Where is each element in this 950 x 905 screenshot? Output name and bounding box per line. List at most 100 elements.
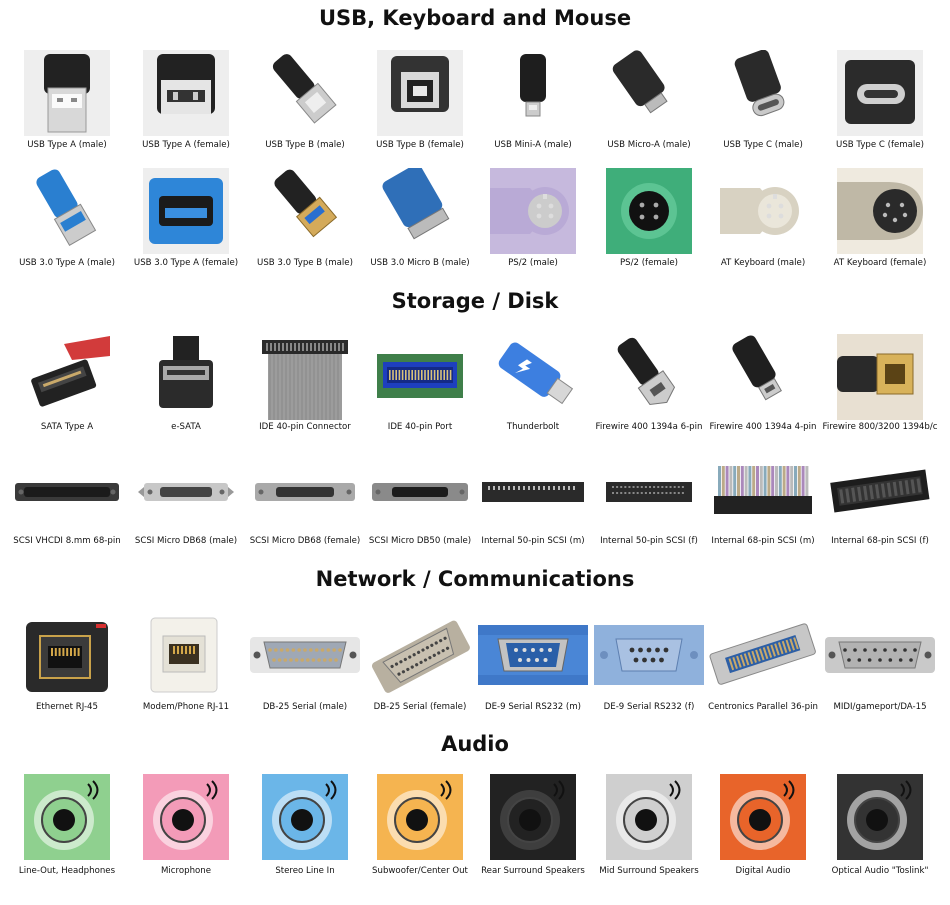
connector-card: USB Type A (male) [8,48,127,168]
usb-c-male-icon [720,50,806,136]
ide-connector-icon [262,334,348,420]
connector-caption: USB Type C (male) [723,140,803,150]
scsi-db50-male-icon [365,466,475,518]
connector-caption: AT Keyboard (male) [720,258,806,268]
connector-caption: Rear Surround Speakers [481,866,585,876]
connector-caption: Internal 50-pin SCSI (m) [481,536,585,546]
connector-caption: PS/2 (female) [619,258,679,268]
connector-card: Modem/Phone RJ-11 [127,610,246,730]
scsi-50-m-icon [478,466,588,518]
connector-caption: USB Type A (male) [27,140,107,150]
section-title-audio: Audio [441,732,509,756]
connector-caption: Subwoofer/Center Out [372,866,468,876]
usb-a-male-icon [24,50,110,136]
connector-caption: PS/2 (male) [508,258,558,268]
connector-card: PS/2 (male) [474,166,593,286]
usb-a-female-icon [143,50,229,136]
centronics-icon [708,612,818,698]
da15-icon [825,612,935,698]
connector-card: USB Type C (male) [704,48,823,168]
connector-caption: Firewire 400 1394a 6-pin [595,422,703,432]
usb-c-female-icon [837,50,923,136]
connector-caption: Modem/Phone RJ-11 [142,702,230,712]
db25-female-icon [365,612,475,698]
connector-card: SCSI Micro DB50 (male) [361,446,480,566]
connector-card: Ethernet RJ-45 [8,610,127,730]
connector-card: USB 3.0 Type A (female) [127,166,246,286]
connector-card: Internal 50-pin SCSI (f) [590,446,709,566]
connector-row-usb-1: USB Type A (male) USB Type A (female) USB … [0,48,950,168]
connector-caption: IDE 40-pin Port [387,422,453,432]
connector-caption: SCSI VHCDI 8.mm 68-pin [13,536,121,546]
section-title-network: Network / Communications [315,567,635,591]
connector-card: USB Type A (female) [127,48,246,168]
microphone-jack-icon [143,774,229,860]
connector-caption: DB-25 Serial (female) [373,702,467,712]
connector-card: USB 3.0 Type A (male) [8,166,127,286]
connector-card: Optical Audio "Toslink" [821,772,940,892]
connector-card: Internal 50-pin SCSI (m) [474,446,593,566]
connector-caption: USB 3.0 Type B (male) [257,258,353,268]
usb-b-female-icon [377,50,463,136]
connector-card: Stereo Line In [246,772,365,892]
connector-caption: Optical Audio "Toslink" [831,866,929,876]
esata-icon [143,334,229,420]
scsi-db68-female-icon [250,466,360,518]
connector-row-storage-2: SCSI VHCDI 8.mm 68-pin SCSI Micro DB68 (m… [0,446,950,566]
mid-surround-jack-icon [606,774,692,860]
connector-card: USB Type C (female) [821,48,940,168]
connector-caption: Centronics Parallel 36-pin [708,702,818,712]
connector-card: DB-25 Serial (female) [361,610,480,730]
ethernet-rj45-icon [12,612,122,698]
firewire-4pin-icon [720,334,806,420]
at-keyboard-female-icon [837,168,923,254]
sata-icon [24,334,110,420]
connector-caption: SCSI Micro DB68 (male) [134,536,238,546]
connector-caption: USB Mini-A (male) [494,140,572,150]
connector-caption: DE-9 Serial RS232 (f) [603,702,695,712]
scsi-50-f-icon [594,466,704,518]
connector-card: SCSI Micro DB68 (female) [246,446,365,566]
connector-caption: e-SATA [171,422,201,432]
connector-caption: Mid Surround Speakers [599,866,699,876]
firewire-6pin-icon [606,334,692,420]
connector-card: USB Micro-A (male) [590,48,709,168]
de9-female-icon [594,612,704,698]
usb3-a-male-icon [24,168,110,254]
connector-caption: Firewire 400 1394a 4-pin [709,422,817,432]
connector-card: USB Type B (male) [246,48,365,168]
line-out-jack-icon [24,774,110,860]
phone-rj11-icon [131,612,241,698]
at-keyboard-male-icon [720,168,806,254]
connector-caption: USB Micro-A (male) [607,140,691,150]
connector-card: Digital Audio [704,772,823,892]
usb3-micro-b-icon [377,168,463,254]
connector-caption: Internal 68-pin SCSI (f) [831,536,929,546]
usb3-a-female-icon [143,168,229,254]
db25-male-icon [250,612,360,698]
scsi-68-f-icon [825,466,935,518]
connector-card: USB Mini-A (male) [474,48,593,168]
connector-card: IDE 40-pin Connector [246,332,365,452]
de9-male-icon [478,612,588,698]
connector-caption: Internal 68-pin SCSI (m) [711,536,815,546]
rear-surround-jack-icon [490,774,576,860]
connector-card: AT Keyboard (male) [704,166,823,286]
connector-card: Internal 68-pin SCSI (m) [704,446,823,566]
connector-card: Thunderbolt [474,332,593,452]
connector-caption: USB Type B (male) [265,140,345,150]
connector-caption: Internal 50-pin SCSI (f) [600,536,698,546]
connector-card: USB 3.0 Micro B (male) [361,166,480,286]
usb-micro-a-icon [606,50,692,136]
connector-caption: Thunderbolt [506,422,560,432]
connector-caption: Line-Out, Headphones [18,866,116,876]
subwoofer-jack-icon [377,774,463,860]
section-title-usb: USB, Keyboard and Mouse [318,6,632,30]
usb3-b-male-icon [262,168,348,254]
connector-card: e-SATA [127,332,246,452]
connector-caption: USB 3.0 Type A (male) [19,258,115,268]
connector-caption: MIDI/gameport/DA-15 [833,702,927,712]
